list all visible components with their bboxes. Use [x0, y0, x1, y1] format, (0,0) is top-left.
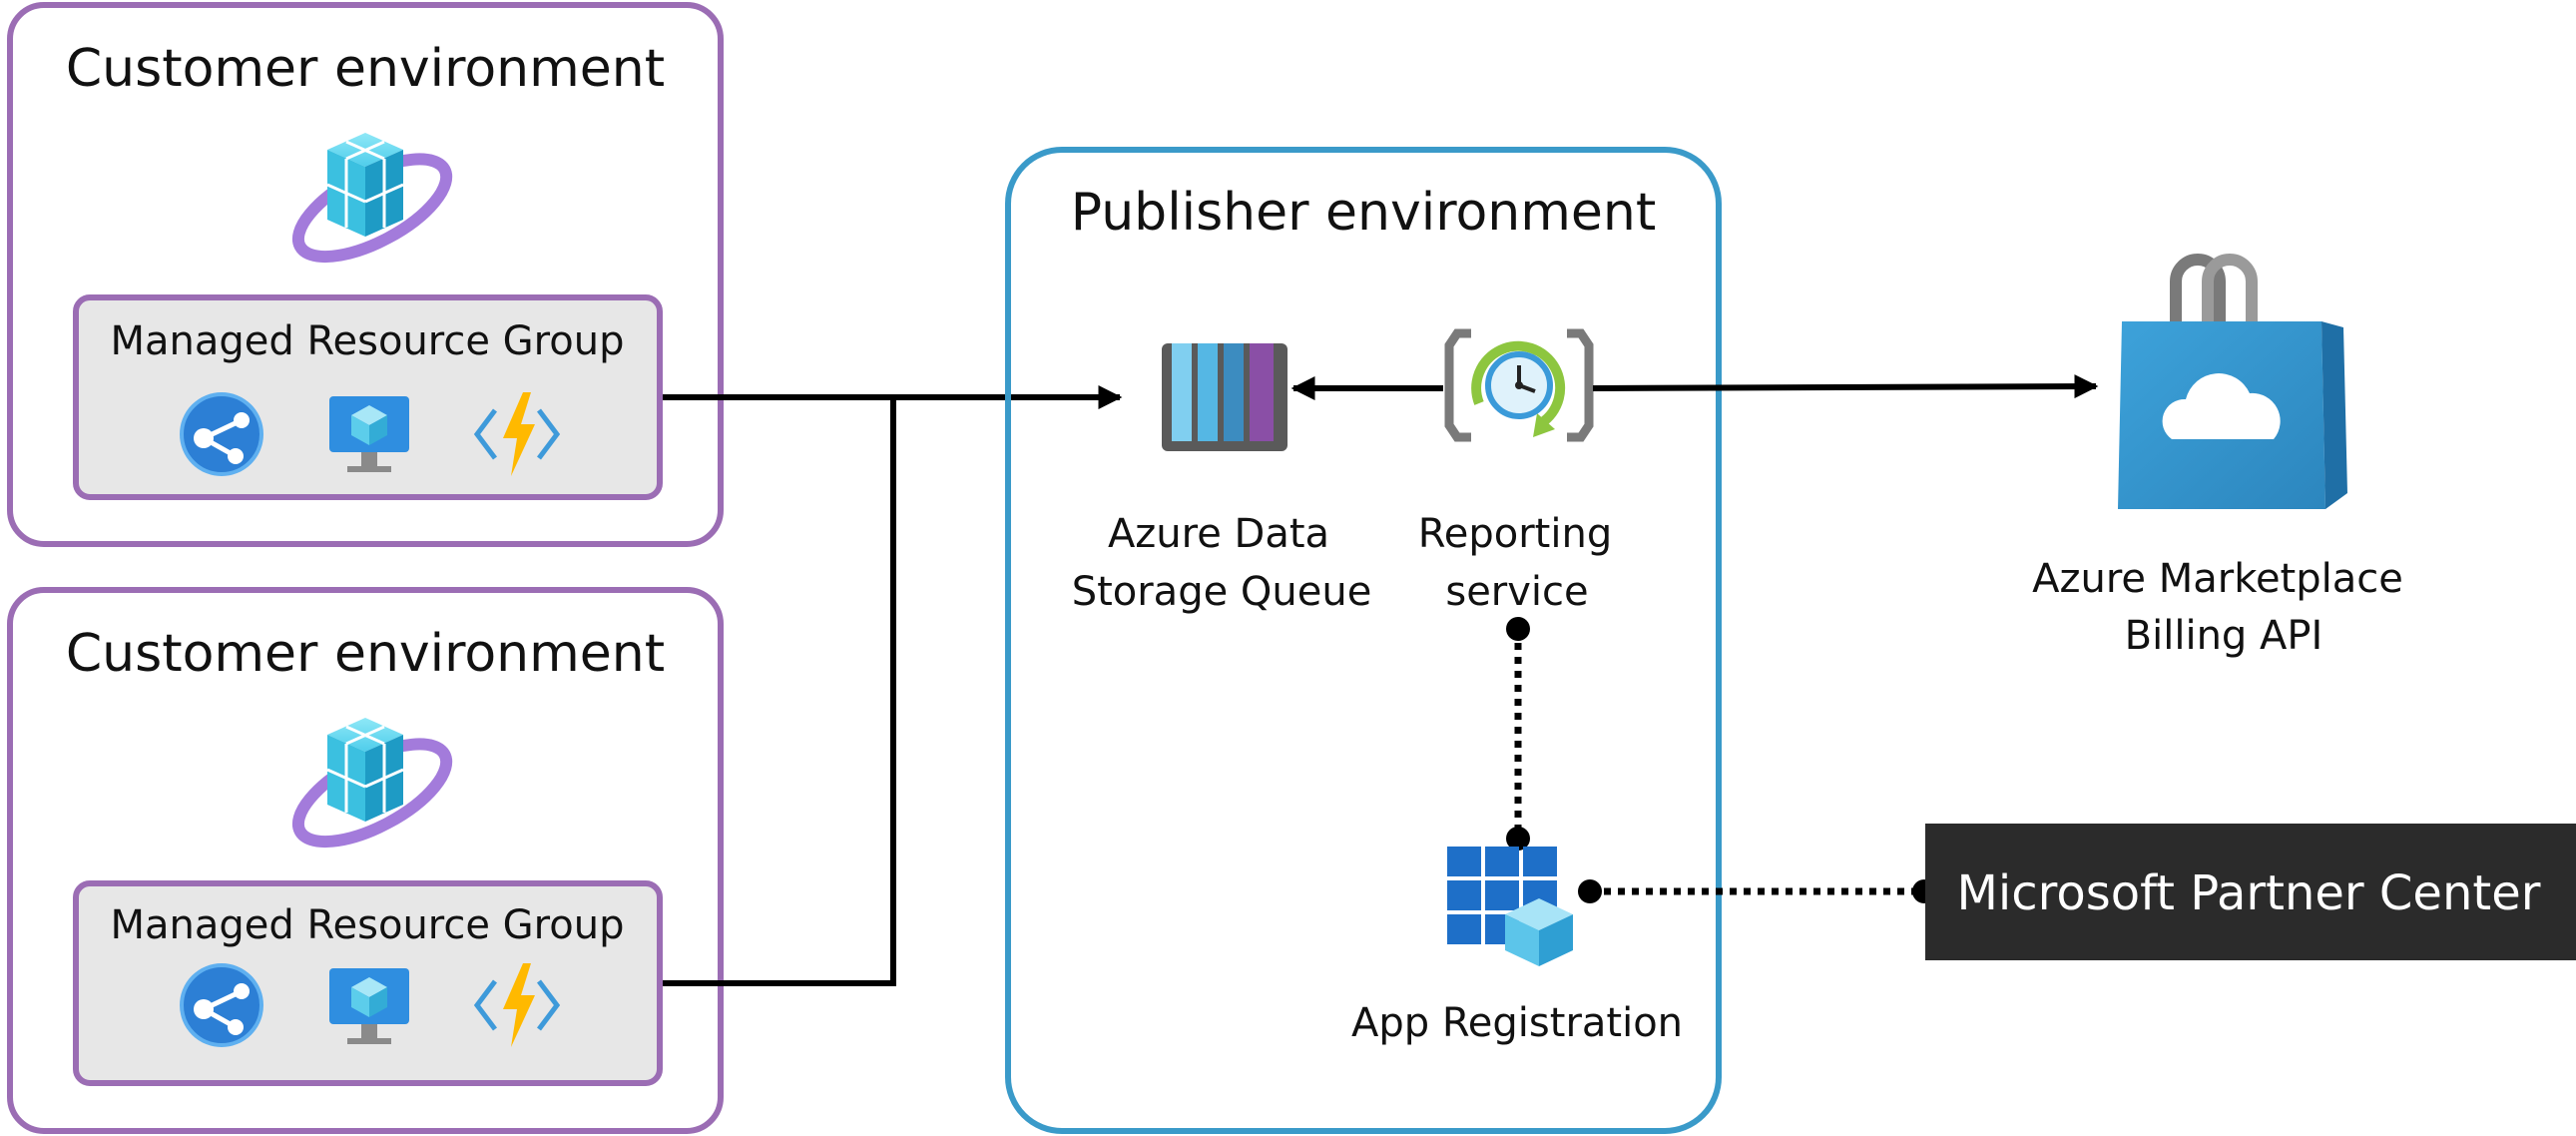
reporting-service-label-line1: Reporting: [1418, 511, 1612, 557]
virtual-machine-icon: [329, 968, 409, 1044]
managed-application-icon: [291, 718, 453, 849]
reporting-service-label-line2: service: [1445, 569, 1588, 615]
managed-resource-group: Managed Resource Group: [73, 880, 663, 1086]
storage-queue-label-line2: Storage Queue: [1072, 569, 1372, 615]
storage-queue-icon: [1162, 343, 1288, 451]
partner-center-label: Microsoft Partner Center: [1957, 865, 2541, 921]
marketplace-label-line2: Billing API: [2125, 613, 2323, 659]
app-registration-icon: [1447, 847, 1573, 966]
marketplace-label-line1: Azure Marketplace: [2032, 556, 2403, 602]
function-app-icon: [473, 963, 561, 1047]
managed-resource-group: Managed Resource Group: [73, 294, 663, 500]
customer-to-queue-connector: [663, 385, 1123, 986]
customer-environment-1: Customer environment Managed Resource Gr…: [7, 2, 724, 547]
reporting-to-marketplace-arrow: [1592, 374, 2099, 399]
customer-environment-2: Customer environment Managed Resource Gr…: [7, 587, 724, 1134]
storage-queue-label-line1: Azure Data: [1108, 511, 1329, 557]
reporting-service-icon: [1444, 328, 1594, 442]
managed-resource-group-label: Managed Resource Group: [111, 318, 625, 364]
app-service-icon: [180, 963, 263, 1047]
marketplace-bag-icon: [2118, 254, 2347, 509]
function-app-icon: [473, 392, 561, 476]
managed-application-icon: [291, 133, 453, 264]
azure-marketplace: Azure Marketplace Billing API: [2032, 254, 2403, 659]
virtual-machine-icon: [329, 396, 409, 472]
publisher-environment: Publisher environment Azure Data Storage…: [1005, 147, 1722, 1134]
app-registration-to-partner-center-link: [1578, 879, 1936, 903]
customer-env-title: Customer environment: [66, 39, 665, 99]
app-service-icon: [180, 392, 263, 476]
customer-env-title: Customer environment: [66, 624, 665, 684]
managed-resource-group-label: Managed Resource Group: [111, 902, 625, 948]
reporting-to-app-registration-link: [1506, 617, 1530, 851]
app-registration-label: App Registration: [1351, 1000, 1683, 1046]
publisher-env-title: Publisher environment: [1071, 183, 1656, 243]
microsoft-partner-center: Microsoft Partner Center: [1925, 824, 2576, 960]
